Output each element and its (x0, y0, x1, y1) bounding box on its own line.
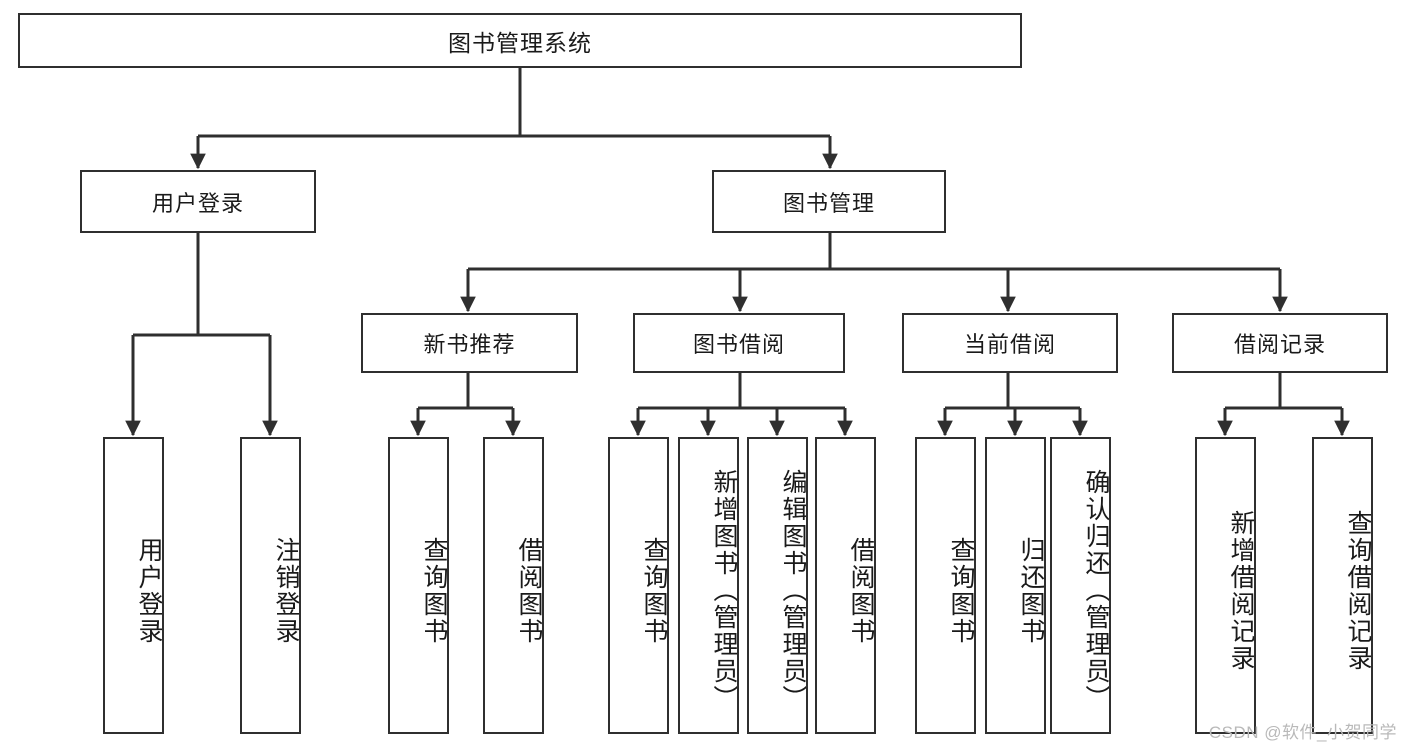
node-book-management[interactable]: 图书管理 (712, 170, 946, 233)
node-leaf-return-book-label: 归还图书 (1017, 536, 1045, 645)
node-leaf-query-record-label: 查询借阅记录 (1344, 509, 1372, 672)
node-leaf-add-book[interactable]: 新增图书（管理员） (678, 437, 739, 734)
node-current-borrow[interactable]: 当前借阅 (902, 313, 1118, 373)
node-borrow-record-label: 借阅记录 (1233, 332, 1326, 357)
node-leaf-query-book-2-label: 查询图书 (640, 536, 668, 645)
node-leaf-confirm-return-label: 确认归还（管理员） (1082, 469, 1110, 712)
watermark: CSDN @软件_小贺同学 (1208, 723, 1397, 742)
node-current-borrow-label: 当前借阅 (963, 332, 1056, 357)
node-root[interactable]: 图书管理系统 (18, 13, 1022, 68)
node-leaf-borrow-book-2-label: 借阅图书 (847, 536, 875, 645)
node-leaf-user-login[interactable]: 用户登录 (103, 437, 164, 734)
node-leaf-add-book-label: 新增图书（管理员） (710, 469, 738, 712)
node-leaf-user-logout-label: 注销登录 (272, 536, 300, 645)
node-leaf-query-book-3[interactable]: 查询图书 (915, 437, 976, 734)
node-user-login[interactable]: 用户登录 (80, 170, 316, 233)
node-leaf-query-book-3-label: 查询图书 (947, 536, 975, 645)
node-leaf-borrow-book-2[interactable]: 借阅图书 (815, 437, 876, 734)
node-leaf-user-logout[interactable]: 注销登录 (240, 437, 301, 734)
node-book-borrow[interactable]: 图书借阅 (633, 313, 845, 373)
node-leaf-add-record-label: 新增借阅记录 (1227, 509, 1255, 672)
node-leaf-return-book[interactable]: 归还图书 (985, 437, 1046, 734)
node-leaf-query-book-2[interactable]: 查询图书 (608, 437, 669, 734)
node-leaf-borrow-book-1[interactable]: 借阅图书 (483, 437, 544, 734)
node-leaf-user-login-label: 用户登录 (135, 536, 163, 645)
node-leaf-borrow-book-1-label: 借阅图书 (515, 536, 543, 645)
node-leaf-query-record[interactable]: 查询借阅记录 (1312, 437, 1373, 734)
node-leaf-query-book-1[interactable]: 查询图书 (388, 437, 449, 734)
node-leaf-edit-book-label: 编辑图书（管理员） (779, 469, 807, 712)
node-book-management-label: 图书管理 (782, 190, 875, 216)
node-book-borrow-label: 图书借阅 (692, 332, 785, 357)
node-borrow-record[interactable]: 借阅记录 (1172, 313, 1388, 373)
node-new-book-recommend-label: 新书推荐 (423, 332, 516, 357)
node-leaf-add-record[interactable]: 新增借阅记录 (1195, 437, 1256, 734)
node-leaf-edit-book[interactable]: 编辑图书（管理员） (747, 437, 808, 734)
node-new-book-recommend[interactable]: 新书推荐 (361, 313, 578, 373)
node-user-login-label: 用户登录 (151, 190, 244, 216)
node-leaf-confirm-return[interactable]: 确认归还（管理员） (1050, 437, 1111, 734)
node-leaf-query-book-1-label: 查询图书 (420, 536, 448, 645)
node-root-label: 图书管理系统 (448, 29, 592, 56)
